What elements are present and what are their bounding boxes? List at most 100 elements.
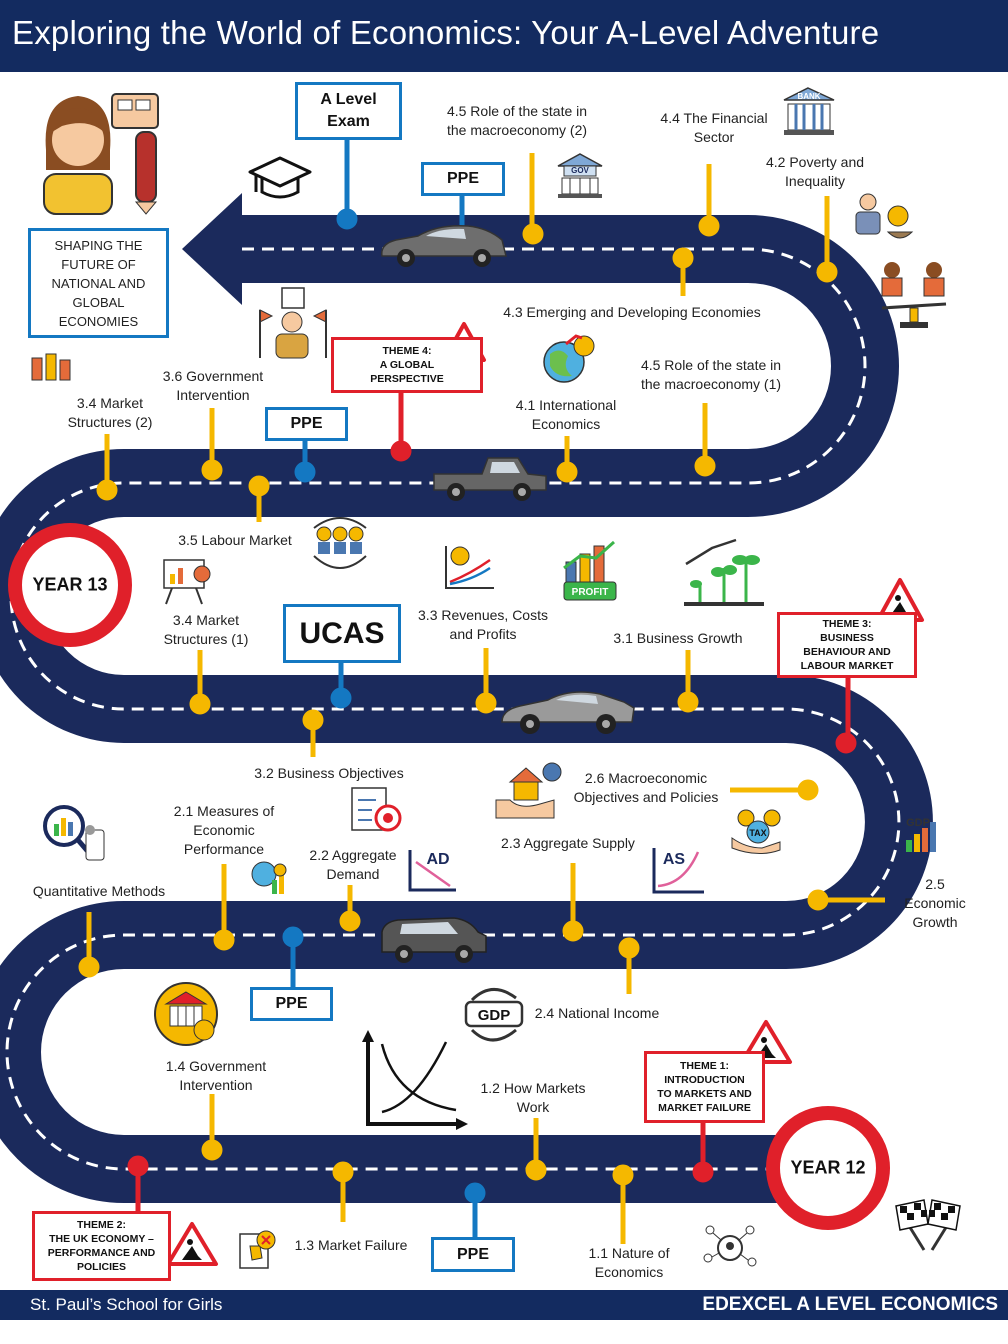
footer-bar: St. Paul’s School for Girls EDEXCEL A LE…	[0, 1290, 1008, 1320]
bank-icon	[783, 87, 835, 135]
bank-label: BANK	[797, 92, 821, 101]
economic-performance-icon	[251, 861, 287, 894]
government-building-icon	[557, 153, 603, 198]
poverty-person-icon	[855, 193, 914, 239]
topic-3-2: 3.2 Business Objectives	[254, 765, 404, 781]
tax-text: TAX	[749, 828, 766, 838]
goal-text: SHAPING THE FUTURE OF NATIONAL AND GLOBA…	[51, 237, 146, 329]
goal-box: SHAPING THE FUTURE OF NATIONAL AND GLOBA…	[28, 228, 169, 338]
ppe-box: PPE	[431, 1237, 515, 1272]
government-finance-icon	[154, 982, 218, 1046]
theme-2-label: THEME 2: THE UK ECONOMY – PERFORMANCE AN…	[47, 1219, 156, 1273]
as-text: AS	[663, 851, 686, 868]
profit-text: PROFIT	[572, 587, 609, 598]
theme-4-label: THEME 4: A GLOBAL PERSPECTIVE	[370, 345, 444, 385]
theme-1-label: THEME 1: INTRODUCTION TO MARKETS AND MAR…	[657, 1060, 752, 1114]
topic-4-5-2: 4.5 Role of the state in the macroeconom…	[446, 103, 588, 138]
price-control-person-icon	[259, 287, 327, 359]
chequered-flags-icon	[895, 1199, 961, 1251]
supply-demand-diagram-icon	[362, 1030, 468, 1130]
school-name: St. Paul’s School for Girls	[30, 1295, 223, 1314]
gdp-chart-text: GDP	[906, 817, 930, 829]
theme-3-box: THEME 3: BUSINESS BEHAVIOUR AND LABOUR M…	[777, 612, 917, 678]
ppe-box: PPE	[250, 987, 333, 1021]
topic-1-2: 1.2 How Markets Work	[480, 1080, 586, 1115]
ppe-box: PPE	[421, 162, 505, 196]
market-structures-icon	[31, 353, 71, 381]
topic-1-4: 1.4 Government Intervention	[165, 1058, 267, 1093]
globe-icon	[543, 334, 595, 383]
roadworks-warning-sign-icon	[166, 1222, 218, 1266]
revenue-chart-icon	[444, 544, 494, 589]
road-centre-line	[5, 247, 901, 1171]
tax-hand-icon: TAX	[731, 809, 781, 854]
topic-4-3: 4.3 Emerging and Developing Economies	[503, 304, 761, 320]
topic-2-2: 2.2 Aggregate Demand	[309, 847, 397, 882]
theme-pins	[127, 390, 857, 1214]
gdp-chart-icon: GDP	[906, 817, 936, 852]
topic-3-6: 3.6 Government Intervention	[162, 368, 264, 403]
ad-text: AD	[426, 851, 449, 868]
quantitative-methods-icon	[43, 805, 105, 861]
year-13-label: YEAR 13	[32, 574, 108, 595]
inequality-scale-icon	[881, 262, 947, 328]
as-chart-icon: AS	[652, 848, 704, 894]
road-arrow-head	[182, 193, 242, 305]
gdp-text: GDP	[478, 1007, 511, 1024]
graduation-cap-icon	[248, 156, 312, 199]
topic-quantitative-methods: Quantitative Methods	[32, 883, 166, 899]
gov-label: GOV	[571, 166, 589, 175]
suv-icon	[381, 917, 487, 963]
theme-1-box: THEME 1: INTRODUCTION TO MARKETS AND MAR…	[644, 1051, 765, 1123]
topic-4-4: 4.4 The Financial Sector	[660, 110, 768, 145]
a-level-exam-label: A Level Exam	[320, 91, 377, 130]
ppe-label: PPE	[456, 1245, 489, 1263]
topic-2-1: 2.1 Measures of Economic Performance	[173, 803, 275, 857]
business-growth-icon	[684, 538, 764, 606]
year13-ring	[8, 523, 132, 647]
theme-2-box: THEME 2: THE UK ECONOMY – PERFORMANCE AN…	[32, 1211, 171, 1281]
theme-4-box: THEME 4: A GLOBAL PERSPECTIVE	[331, 337, 483, 393]
ad-chart-icon: AD	[408, 850, 456, 892]
ucas-label: UCAS	[299, 616, 385, 650]
nature-of-economics-icon	[703, 1225, 757, 1267]
header-bar: Exploring the World of Economics: Your A…	[0, 0, 1008, 72]
topic-3-4-1: 3.4 Market Structures (1)	[163, 612, 249, 647]
ppe-label: PPE	[446, 170, 479, 187]
teacher-illustration-icon	[43, 93, 159, 215]
money-house-hand-icon	[495, 762, 562, 819]
pickup-truck-icon	[433, 457, 547, 501]
topic-4-2: 4.2 Poverty and Inequality	[765, 154, 865, 189]
profit-chart-icon: PROFIT	[563, 540, 617, 601]
ppe-label: PPE	[275, 995, 308, 1012]
a-level-exam-box: A Level Exam	[295, 82, 402, 140]
topic-2-3: 2.3 Aggregate Supply	[501, 835, 635, 851]
topic-3-4-2: 3.4 Market Structures (2)	[67, 395, 153, 430]
ppe-label: PPE	[290, 415, 323, 432]
topic-4-1: 4.1 International Economics	[515, 397, 617, 432]
year-12-label: YEAR 12	[790, 1157, 866, 1178]
ucas-box: UCAS	[283, 604, 401, 663]
presentation-easel-icon	[163, 559, 211, 605]
topic-3-3: 3.3 Revenues, Costs and Profits	[418, 607, 548, 642]
topic-2-4: 2.4 National Income	[534, 1005, 660, 1021]
topic-3-5: 3.5 Labour Market	[178, 532, 292, 548]
topic-4-5-1: 4.5 Role of the state in the macroeconom…	[640, 357, 782, 392]
ppe-box: PPE	[265, 407, 348, 441]
topic-3-1: 3.1 Business Growth	[613, 630, 743, 646]
theme-3-label: THEME 3: BUSINESS BEHAVIOUR AND LABOUR M…	[800, 618, 894, 672]
topic-2-6: 2.6 Macroeconomic Objectives and Policie…	[573, 770, 719, 805]
topic-pins	[78, 153, 885, 1244]
sports-car-icon	[501, 691, 635, 734]
topic-1-3: 1.3 Market Failure	[294, 1237, 408, 1253]
page-title: Exploring the World of Economics: Your A…	[12, 14, 880, 51]
gdp-cycle-icon: GDP	[464, 988, 524, 1042]
labour-market-icon	[313, 517, 367, 569]
year12-ring	[766, 1106, 890, 1230]
course-name: EDEXCEL A LEVEL ECONOMICS	[702, 1294, 998, 1315]
business-objectives-icon	[351, 787, 402, 832]
topic-1-1: 1.1 Nature of Economics	[588, 1245, 670, 1280]
market-failure-icon	[239, 1230, 276, 1269]
car-icon	[381, 224, 507, 267]
